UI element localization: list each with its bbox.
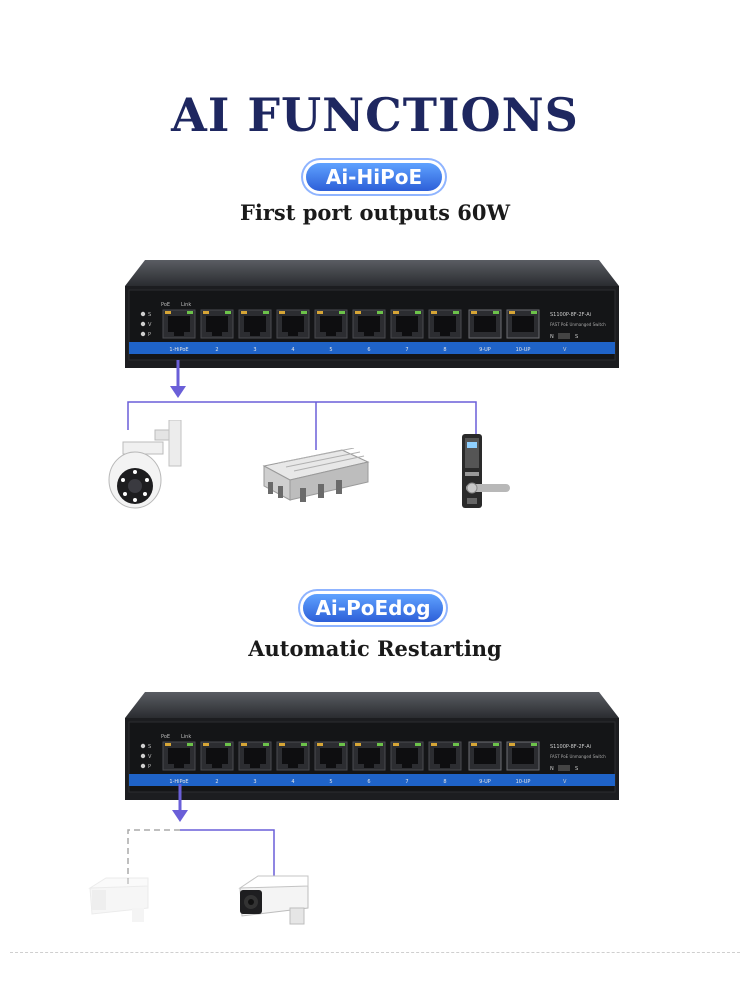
uplink-port [506, 741, 540, 771]
page-title: AI FUNCTIONS [171, 88, 579, 142]
blue-label-strip [129, 342, 615, 354]
svg-text:P: P [148, 764, 151, 770]
rj45-ports [162, 309, 462, 339]
port-label: 2 [215, 779, 218, 785]
bullet-camera-icon [238, 875, 309, 925]
uplink-label: 10-UP [516, 779, 531, 785]
rj45-port [352, 741, 386, 771]
port-label: 7 [405, 347, 408, 353]
svg-text:S: S [575, 334, 578, 340]
uplink-label: 9-UP [479, 347, 491, 353]
rj45-port [238, 741, 272, 771]
rj45-port [276, 309, 310, 339]
port-label: 6 [367, 779, 370, 785]
svg-text:S: S [148, 744, 151, 750]
port-label: 4 [291, 347, 294, 353]
led-header-link: Link [181, 302, 191, 308]
rj45-port [200, 741, 234, 771]
svg-text:S: S [575, 766, 578, 772]
svg-text:Link: Link [181, 734, 191, 740]
rj45-port [314, 309, 348, 339]
port-label: 1-HiPoE [169, 779, 188, 785]
port-label: 1-HiPoE [169, 347, 188, 353]
svg-text:S: S [148, 312, 151, 318]
rj45-port [428, 309, 462, 339]
port-label: 3 [253, 347, 256, 353]
svg-text:S1100P-8F-2F-Ai: S1100P-8F-2F-Ai [550, 744, 591, 750]
rj45-port [276, 741, 310, 771]
rj45-port [162, 309, 196, 339]
port-label: 5 [329, 779, 332, 785]
rj45-port [162, 741, 196, 771]
outdoor-access-point-icon [262, 448, 370, 502]
port-label: 8 [443, 779, 446, 785]
rj45-port [390, 309, 424, 339]
rj45-ports [162, 741, 462, 771]
rj45-port [352, 309, 386, 339]
uplink-label: 10-UP [516, 347, 531, 353]
uplink-label: 9-UP [479, 779, 491, 785]
uplink-ports [468, 309, 540, 339]
rj45-port [314, 741, 348, 771]
svg-text:V: V [148, 322, 152, 328]
svg-text:V: V [563, 779, 567, 785]
port-label: 6 [367, 347, 370, 353]
svg-text:V: V [563, 347, 567, 353]
svg-text:P: P [148, 332, 151, 338]
port-label: 4 [291, 779, 294, 785]
power-distribution-lines [127, 360, 477, 450]
section-divider [10, 952, 740, 953]
uplink-ports [468, 741, 540, 771]
smart-door-lock-icon [462, 434, 510, 508]
svg-text:N: N [550, 334, 554, 340]
caption-auto-restart: Automatic Restarting [248, 636, 502, 661]
svg-text:N: N [550, 766, 554, 772]
badge-ai-poedog: Ai-PoEdog [303, 594, 443, 622]
port-label: 3 [253, 779, 256, 785]
svg-text:V: V [148, 754, 152, 760]
port-label: 8 [443, 347, 446, 353]
rj45-port [428, 741, 462, 771]
caption-first-port: First port outputs 60W [239, 200, 511, 225]
svg-text:FAST PoE Unmanged Switch: FAST PoE Unmanged Switch [550, 754, 606, 759]
uplink-port [506, 309, 540, 339]
port-label: 5 [329, 347, 332, 353]
port-label: 7 [405, 779, 408, 785]
svg-text:PoE: PoE [161, 734, 170, 740]
bullet-camera-faded-icon [88, 877, 149, 922]
uplink-port [468, 741, 502, 771]
ptz-dome-camera-icon [108, 420, 182, 509]
badge-ai-hipoe: Ai-HiPoE [306, 163, 442, 191]
port-label: 2 [215, 347, 218, 353]
model-subtitle: FAST PoE Unmanged Switch [550, 322, 606, 327]
uplink-port [468, 309, 502, 339]
led-header-poe: PoE [161, 302, 170, 308]
model-label: S1100P-8F-2F-Ai [550, 312, 591, 318]
rj45-port [238, 309, 272, 339]
rj45-port [390, 741, 424, 771]
poe-switch-2: PoE Link S V P 1-HiPoE 2 3 4 5 6 7 8 9-UP 10-UP S… [125, 692, 619, 800]
restart-lines [127, 784, 275, 884]
rj45-port [200, 309, 234, 339]
poe-switch-1: PoE Link S V P 1-HiPoE 2 3 4 5 6 7 8 9-UP 10-UP S… [125, 260, 619, 368]
